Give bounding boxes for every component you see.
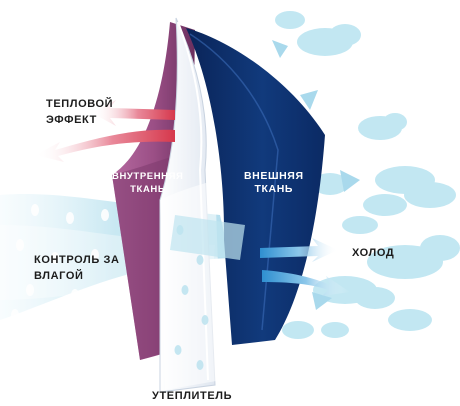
moisture-control-line-1: КОНТРОЛЬ ЗА (34, 252, 120, 268)
thermal-effect-line-2: ЭФФЕКТ (46, 112, 113, 128)
outer-fabric-label: ВНЕШНЯЯ ТКАНЬ (244, 170, 304, 196)
outer-fabric-line-2: ТКАНЬ (244, 183, 304, 196)
insulation-label: УТЕПЛИТЕЛЬ (152, 388, 232, 404)
inner-fabric-line-1: ВНУТРЕННЯЯ (112, 170, 183, 183)
inner-fabric-line-2: ТКАНЬ (112, 183, 183, 196)
cold-label: ХОЛОД (352, 245, 394, 261)
moisture-control-label: КОНТРОЛЬ ЗА ВЛАГОЙ (34, 252, 120, 284)
thermal-effect-line-1: ТЕПЛОВОЙ (46, 96, 113, 112)
thermal-effect-label: ТЕПЛОВОЙ ЭФФЕКТ (46, 96, 113, 128)
outer-fabric-line-1: ВНЕШНЯЯ (244, 170, 304, 183)
inner-fabric-label: ВНУТРЕННЯЯ ТКАНЬ (112, 170, 183, 196)
moisture-control-line-2: ВЛАГОЙ (34, 268, 120, 284)
